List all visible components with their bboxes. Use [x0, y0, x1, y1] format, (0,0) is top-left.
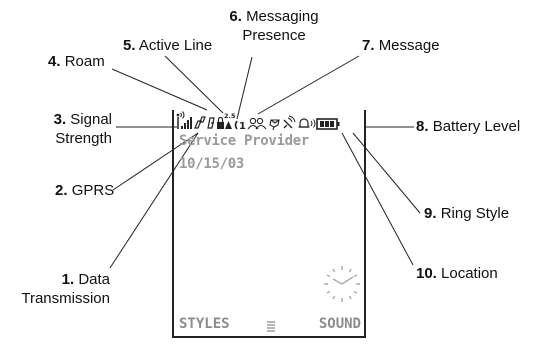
callout-ring-style: 9. Ring Style [424, 205, 510, 222]
clock-icon [324, 266, 360, 302]
roam-icon: 2.5 [224, 112, 236, 129]
callout-gprs: 2. GPRS [55, 182, 115, 199]
leader-messaging-presence [236, 56, 253, 120]
location-icon [283, 115, 296, 129]
callout-message: 7. Message [362, 37, 440, 54]
menu-lines-icon[interactable] [266, 320, 276, 332]
leader-roam [111, 68, 208, 111]
styles-softkey[interactable]: STYLES [179, 316, 230, 332]
message-icon [269, 119, 280, 131]
leader-active-line [164, 55, 224, 114]
status-bar: 2.5 1 [176, 111, 340, 132]
sound-softkey[interactable]: SOUND [318, 316, 361, 332]
active-line-icon: 1 [234, 120, 246, 132]
battery-level-icon [316, 118, 340, 130]
callout-battery-level: 8. Battery Level [416, 118, 521, 135]
gprs-icon [194, 116, 206, 129]
callout-data-transmission: 1. Data Transmission [21, 271, 110, 307]
service-provider-text: Service Provider [179, 133, 310, 149]
callout-signal-strength: 3. Signal Strength [53, 111, 112, 147]
leader-location [341, 132, 414, 266]
phone-screen: 2.5 1 [172, 110, 366, 338]
svg-text:1: 1 [239, 121, 246, 132]
ring-style-icon [298, 118, 316, 128]
leader-message [257, 55, 360, 115]
leader-data-transmission [109, 132, 199, 269]
data-transmission-icon [207, 117, 215, 129]
leader-gprs [112, 132, 199, 191]
signal-strength-icon [176, 111, 192, 129]
callout-location: 10. Location [416, 265, 498, 282]
lock-icon [217, 116, 224, 129]
callout-messaging-presence: 6. Messaging Presence [229, 8, 319, 44]
date-text: 10/15/03 [179, 156, 245, 172]
callout-active-line: 5. Active Line [123, 37, 213, 54]
callout-roam: 4. Roam [48, 53, 105, 70]
svg-text:2.5: 2.5 [224, 112, 236, 120]
messaging-presence-icon [247, 117, 267, 130]
